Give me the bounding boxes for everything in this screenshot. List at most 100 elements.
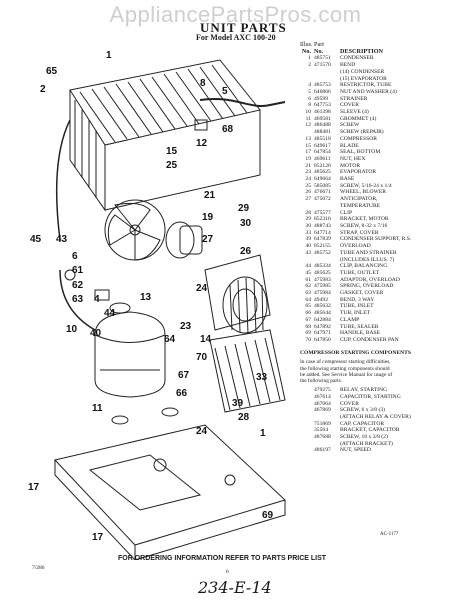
fan-motor [165, 221, 203, 259]
part-number: 647892 [314, 323, 331, 330]
part-description: CONDENSER [340, 55, 374, 62]
part-number: 475577 [314, 209, 331, 216]
part-description: NUT AND WASHER (4) [340, 88, 397, 95]
part-number: 649617 [314, 142, 331, 149]
blower-wheel [204, 254, 271, 335]
part-illus-no: 1 [308, 55, 311, 62]
part-number: 485753 [314, 82, 331, 89]
figure-code: AC-1177 [380, 532, 399, 537]
handwritten-note: 234-E-14 [198, 578, 272, 597]
part-illus-no: 63 [305, 290, 311, 297]
part-illus-no [300, 69, 314, 76]
page-number: 6 [226, 569, 229, 575]
callout: 30 [240, 218, 252, 229]
part-illus-no: 66 [305, 310, 311, 317]
callout: 67 [178, 370, 190, 381]
part-description: TEMPERATURE [340, 202, 381, 209]
part-description: COVER [340, 102, 359, 109]
part-illus-no: 43 [305, 249, 311, 256]
part-illus-no: 11 [305, 115, 311, 122]
part-number: 486197 [314, 447, 331, 454]
callout: 25 [166, 160, 178, 171]
starting-part-row: 487688 SCREW, 10 x 3/8 (2) [300, 434, 468, 441]
part-description: CUP, CONDENSER PAN [340, 336, 399, 343]
part-number: 646866 [314, 88, 331, 95]
part-number: 852155 [314, 243, 331, 250]
part-number: 469581 [314, 115, 331, 122]
part-illus-no: 64 [305, 296, 311, 303]
part-description: ANTICIPATOR, [340, 196, 378, 203]
exploded-parts-diagram: 65 1 8 5 68 2 12 15 25 45 21 43 19 27 29… [28, 50, 286, 560]
part-description: (INCLUDES ILLUS. 7) [340, 256, 395, 263]
part-number: 49599 [314, 95, 328, 102]
part-description: ADAPTOR, OVERLOAD [340, 276, 400, 283]
part-row: (15) EVAPORATOR [300, 76, 468, 83]
part-description: (ATTACH BRACKET) [340, 440, 393, 447]
part-illus-no: 65 [305, 303, 311, 310]
part-illus-no: 24 [305, 176, 311, 183]
part-description: SCREW, 10 x 3/8 (2) [340, 434, 388, 441]
callout: 1 [106, 50, 112, 61]
part-illus-no: 44 [305, 263, 311, 270]
part-description: SCREW (REPAIR) [340, 129, 384, 136]
callout: 12 [196, 138, 208, 149]
callout: 66 [176, 388, 188, 399]
part-number: 485334 [314, 263, 331, 270]
part-number: 488481 [314, 129, 331, 136]
part-number: 49492 [314, 296, 328, 303]
part-illus-no: 10 [305, 109, 311, 116]
part-number: 485625 [314, 169, 331, 176]
evaporator-coil [209, 329, 286, 413]
part-illus-no: 12 [305, 122, 311, 129]
part-number: 585085 [314, 182, 331, 189]
callout: 70 [196, 352, 208, 363]
part-illus-no: 61 [305, 276, 311, 283]
callout: 5 [222, 86, 228, 97]
callout: 23 [180, 321, 192, 332]
callout: 44 [104, 308, 116, 319]
part-description: CLIP, BALANCING [340, 263, 388, 270]
part-number: 649664 [314, 176, 331, 183]
callout: 68 [222, 124, 234, 135]
part-illus-no: 28 [305, 209, 311, 216]
part-number [314, 203, 340, 210]
print-date: 7/286 [32, 565, 45, 571]
part-description: CLIP [340, 209, 353, 216]
starting-components-heading: COMPRESSOR STARTING COMPONENTS [300, 349, 411, 356]
part-description: (ATTACH RELAY & COVER) [340, 413, 411, 420]
parts-header: No.No.DESCRIPTION [301, 47, 383, 55]
part-number: 461398 [314, 109, 331, 116]
callout: 2 [40, 84, 46, 95]
part-number: 467869 [314, 407, 331, 414]
callout: 11 [92, 403, 103, 414]
ordering-info: FOR ORDERING INFORMATION REFER TO PARTS … [118, 555, 327, 562]
part-illus-no: 67 [305, 316, 311, 323]
part-description: BASE [340, 176, 355, 183]
part-number: 487688 [314, 434, 331, 441]
watermark: AppliancePartsPros.com [109, 2, 362, 27]
part-description: BEND [340, 62, 356, 69]
part-number: 476671 [314, 189, 331, 196]
